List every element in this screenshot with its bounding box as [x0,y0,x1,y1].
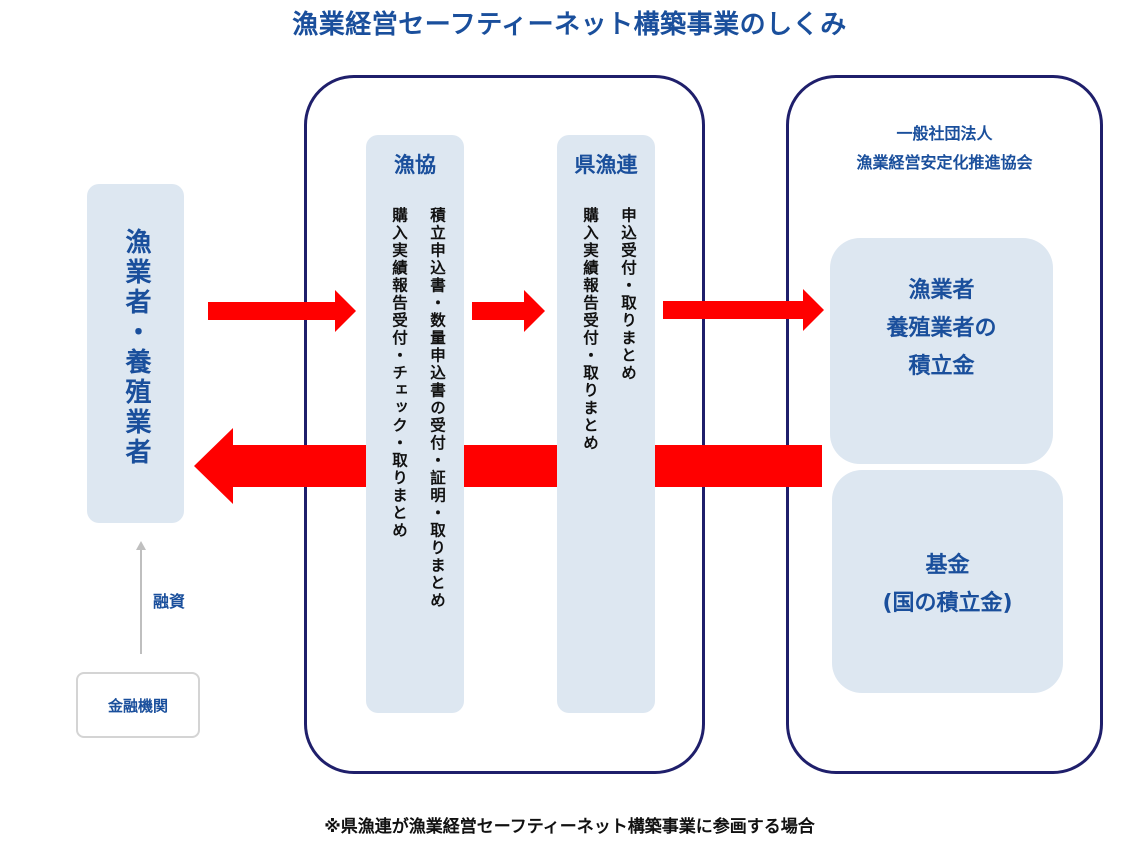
arrow-return-tail [655,445,822,487]
arrow-gyokyo-to-kengyoren [472,290,545,332]
financing-label: 融資 [153,592,186,611]
financing-arrow-head [136,541,146,550]
fund-fisher-line2: 養殖業者の [886,316,997,341]
kengyoren-title: 県漁連 [574,153,638,177]
fund-fisher-panel: 漁業者 養殖業者の 積立金 [830,238,1053,464]
page-title: 漁業経営セーフティーネット構築事業のしくみ [292,10,847,40]
arrow-kengyoren-to-fund [663,289,824,331]
gyokyo-title: 漁協 [394,153,436,177]
association-name: 漁業経営安定化推進協会 [856,153,1033,172]
footnote: ※県漁連が漁業経営セーフティーネット構築事業に参画する場合 [324,817,815,837]
fund-national-line1: 基金 [925,553,970,578]
fund-fisher-line3: 積立金 [908,354,975,379]
arrow-return-mid [464,445,557,487]
bank-box: 金融機関 [76,672,200,738]
gyokyo-task-intake: 積立申込書・数量申込書の受付・証明・取りまとめ [428,207,446,610]
gyokyo-panel: 漁協 積立申込書・数量申込書の受付・証明・取りまとめ 購入実績報告受付・チェック… [366,135,464,713]
association-type: 一般社団法人 [896,124,993,143]
kengyoren-panel: 県漁連 申込受付・取りまとめ 購入実績報告受付・取りまとめ [557,135,655,713]
gyokyo-task-return: 購入実績報告受付・チェック・取りまとめ [390,207,408,540]
kengyoren-task-return: 購入実績報告受付・取りまとめ [581,207,599,452]
bank-label: 金融機関 [107,696,168,715]
fund-national-line2: (国の積立金) [882,591,1013,616]
kengyoren-task-intake: 申込受付・取りまとめ [619,207,637,382]
fund-fisher-line1: 漁業者 [908,278,975,303]
fisher-panel: 漁業者・養殖業者 [87,184,184,523]
arrow-return-head [194,428,366,504]
fisher-label: 漁業者・養殖業者 [121,228,151,468]
arrow-fisher-to-gyokyo [208,290,356,332]
fund-national-panel: 基金 (国の積立金) [832,470,1063,693]
